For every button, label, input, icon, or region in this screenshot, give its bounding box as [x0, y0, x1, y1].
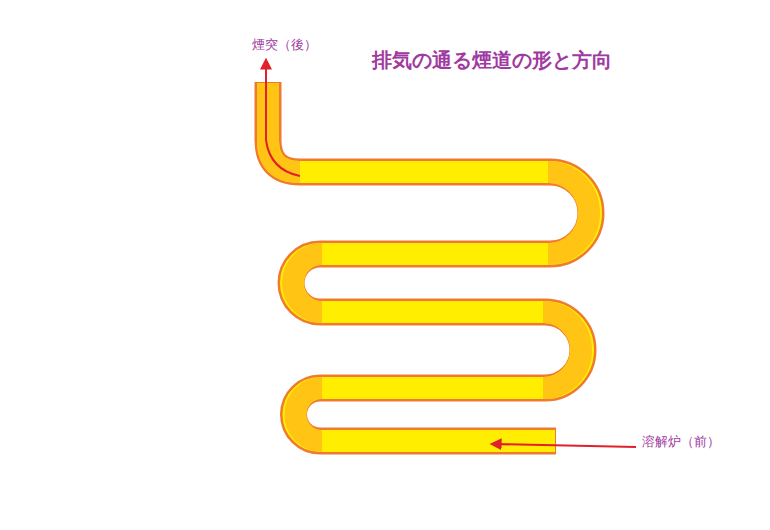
flue-outline	[268, 82, 591, 441]
flow-label: 溶解炉（前）	[640, 433, 722, 451]
flue-duct	[268, 83, 591, 441]
diagram-title: 排気の通る煙道の形と方向	[370, 47, 614, 74]
flow-arrow-chimney	[266, 60, 300, 176]
flue-bends	[268, 83, 589, 441]
flow-label: 煙突（後）	[250, 36, 319, 54]
flow-arrow-furnace	[492, 444, 636, 447]
